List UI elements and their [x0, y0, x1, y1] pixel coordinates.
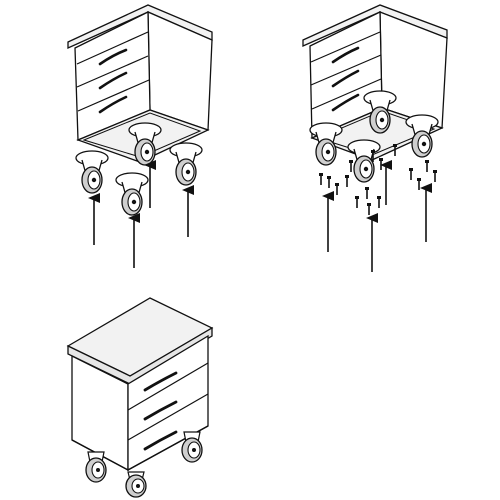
step-1-arrows: [88, 160, 194, 268]
step-1-cabinet-upside: [67, 4, 213, 166]
step-3-cabinet-upright: [66, 297, 214, 472]
step-2-arrows: [322, 160, 432, 272]
step-3-casters: [85, 431, 203, 498]
